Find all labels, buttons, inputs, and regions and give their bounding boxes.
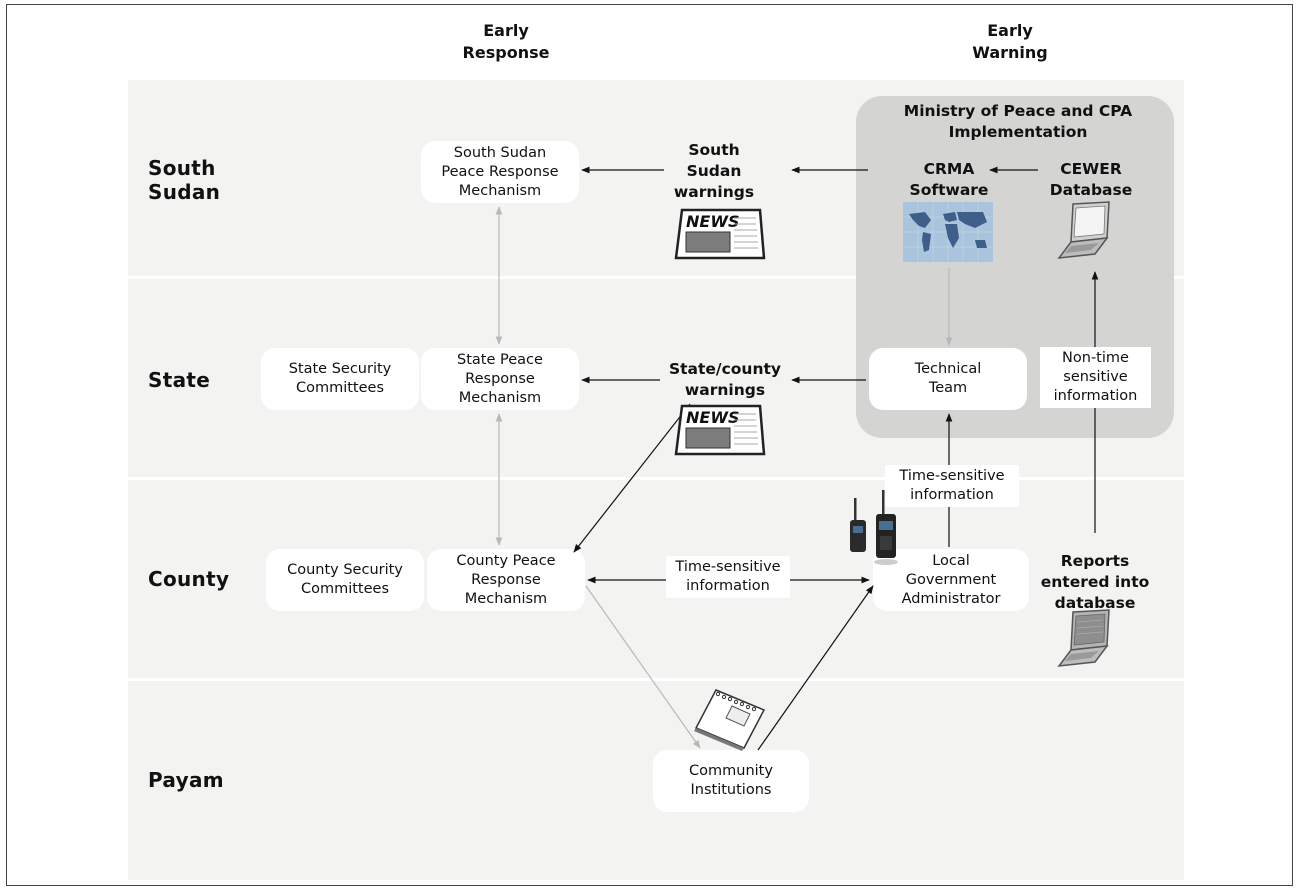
community-institutions-box: Community Institutions xyxy=(653,750,809,812)
time-sensitive-up-label: Time-sensitive information xyxy=(885,465,1019,507)
level-payam: Payam xyxy=(148,768,224,792)
row-separator xyxy=(128,477,1184,480)
local-admin-label: Local Government Administrator xyxy=(901,552,1001,607)
row-separator xyxy=(128,678,1184,681)
header-early-warning: Early Warning xyxy=(972,21,1048,62)
svg-text:NEWS: NEWS xyxy=(686,212,740,231)
notebook-icon xyxy=(694,689,766,751)
row-separator xyxy=(128,276,1184,279)
county-security-box: County Security Committees xyxy=(266,549,424,611)
technical-team-label: Technical Team xyxy=(914,361,982,396)
arrow-state-warnings-to-county xyxy=(573,403,691,553)
state-peace-mechanism-box: State Peace Response Mechanism xyxy=(421,348,579,410)
world-map-icon xyxy=(903,202,993,262)
ss-peace-mechanism-box: South Sudan Peace Response Mechanism xyxy=(421,141,579,203)
technical-team-box: Technical Team xyxy=(869,348,1027,410)
level-state: State xyxy=(148,368,211,392)
laptop-icon xyxy=(1057,609,1110,667)
state-security-box: State Security Committees xyxy=(261,348,419,410)
time-sensitive-county-label: Time-sensitive information xyxy=(666,556,790,598)
arrow-community-to-admin xyxy=(757,585,874,751)
county-peace-mechanism-label: County Peace Response Mechanism xyxy=(456,552,556,607)
county-peace-mechanism-box: County Peace Response Mechanism xyxy=(427,549,585,611)
laptop-icon xyxy=(1057,201,1110,259)
svg-text:NEWS: NEWS xyxy=(686,408,740,427)
level-south-sudan: South Sudan xyxy=(148,156,221,204)
header-early-response: Early Response xyxy=(462,21,550,62)
figure-frame xyxy=(6,4,1293,886)
non-time-sensitive-label: Non-time sensitive information xyxy=(1040,347,1151,408)
news-icon: NEWS xyxy=(674,404,766,456)
ministry-title: Ministry of Peace and CPA Implementation xyxy=(903,102,1133,141)
state-peace-mechanism-label: State Peace Response Mechanism xyxy=(457,351,543,406)
ss-warnings-label: South Sudan warnings xyxy=(673,141,755,201)
state-security-label: State Security Committees xyxy=(288,361,392,396)
ss-peace-mechanism-label: South Sudan Peace Response Mechanism xyxy=(441,144,559,199)
reports-label: Reports entered into database xyxy=(1040,552,1150,612)
crma-label: CRMA Software xyxy=(909,160,989,199)
local-admin-box: Local Government Administrator xyxy=(873,549,1029,611)
radio-icon xyxy=(850,490,898,565)
cewer-label: CEWER Database xyxy=(1049,160,1133,199)
community-institutions-label: Community Institutions xyxy=(689,763,773,798)
county-security-label: County Security Committees xyxy=(287,562,403,597)
news-icon: NEWS xyxy=(674,208,766,260)
state-warnings-label: State/county warnings xyxy=(668,360,782,399)
arrow-county-to-community xyxy=(585,585,701,749)
level-county: County xyxy=(148,567,230,591)
